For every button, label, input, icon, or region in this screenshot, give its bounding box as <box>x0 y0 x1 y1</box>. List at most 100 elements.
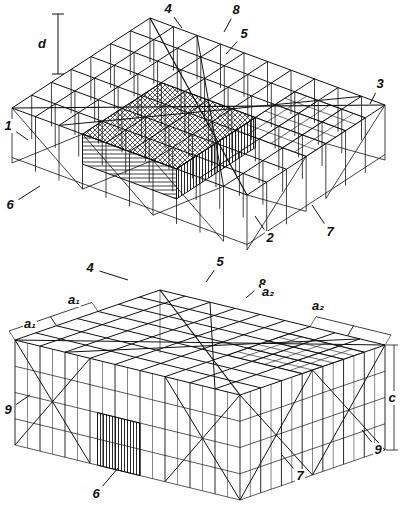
ledger <box>98 311 323 366</box>
ledger <box>119 304 344 359</box>
vertical-pole <box>78 113 79 157</box>
vertical-pole <box>197 35 198 79</box>
deck-board <box>306 118 365 157</box>
vertical-pole <box>294 92 295 136</box>
vertical-pole <box>110 44 111 88</box>
vertical-pole <box>286 169 287 224</box>
vertical-pole <box>243 173 244 217</box>
vertical-pole <box>247 74 248 118</box>
leader-line <box>312 205 324 224</box>
deck-board <box>255 117 326 143</box>
deck-board <box>302 352 364 373</box>
diagonal-brace <box>165 395 240 482</box>
leader-line <box>174 17 182 28</box>
callout-number: 6 <box>5 198 14 212</box>
dimension-line <box>9 317 50 331</box>
vertical-pole <box>114 65 115 109</box>
vertical-pole <box>385 105 386 160</box>
vertical-pole <box>134 52 135 96</box>
vertical-pole <box>160 290 161 353</box>
leader-line <box>226 41 237 54</box>
callout-number: 1 <box>3 119 12 133</box>
vertical-pole <box>90 57 91 101</box>
vertical-pole <box>223 186 224 241</box>
dimension-label: a₂ <box>311 299 325 313</box>
ledger <box>240 424 385 474</box>
callout-number: 5 <box>239 27 248 41</box>
deck-board <box>246 124 317 150</box>
extension-line <box>348 326 354 336</box>
leader-line <box>282 455 293 468</box>
vertical-pole <box>365 118 366 173</box>
ledger <box>12 18 150 108</box>
vertical-pole <box>51 82 52 126</box>
vertical-pole <box>55 104 56 148</box>
vertical-pole <box>325 144 326 199</box>
vertical-pole <box>200 57 201 101</box>
vertical-pole <box>259 139 260 183</box>
dimension-label: d <box>37 37 47 51</box>
vertical-pole <box>71 69 72 113</box>
concrete-block <box>83 134 177 199</box>
leader-line <box>255 216 264 230</box>
dimension-label: a₁ <box>23 317 37 331</box>
leader-line <box>100 271 128 280</box>
ledger <box>215 339 360 389</box>
vertical-pole <box>298 113 299 157</box>
leader-line <box>16 395 30 404</box>
diagonal-brace <box>240 395 313 475</box>
ledger <box>115 314 260 364</box>
diagonal-brace <box>240 370 313 500</box>
vertical-pole <box>173 27 174 71</box>
dimension-label: a₂ <box>261 285 275 299</box>
vertical-pole <box>318 100 319 144</box>
ledger <box>15 340 240 395</box>
vertical-pole <box>150 18 151 62</box>
extension-line <box>50 317 56 326</box>
concrete-block <box>177 117 256 198</box>
extension-line <box>385 335 391 345</box>
dimension-line <box>386 345 398 346</box>
vertical-pole <box>361 96 362 140</box>
dense-section <box>98 413 141 476</box>
diagonal-brace <box>326 144 385 160</box>
dimension-line <box>52 14 64 15</box>
ledger <box>247 155 385 245</box>
diagonal-brace <box>313 345 386 475</box>
extension-line <box>348 326 354 336</box>
deck-board <box>285 98 356 124</box>
ledger <box>77 319 302 374</box>
diagonal-brace <box>165 377 240 500</box>
ledger <box>56 326 281 381</box>
vertical-pole <box>341 109 342 153</box>
vertical-pole <box>94 78 95 122</box>
diagonal-brace <box>12 134 83 163</box>
leader-line <box>102 468 118 486</box>
vertical-pole <box>35 117 36 172</box>
leader-line <box>362 430 372 442</box>
callout-number: 4 <box>85 261 94 275</box>
deck-board <box>279 337 354 355</box>
vertical-pole <box>12 108 13 163</box>
callout-number: 6 <box>91 487 100 501</box>
dimension-line <box>52 74 64 75</box>
diagonal-brace <box>326 105 385 199</box>
deck-board <box>275 105 346 131</box>
callout-number: 7 <box>295 469 304 483</box>
dimension-line <box>58 14 59 74</box>
ledger <box>240 371 385 421</box>
ledger <box>15 290 160 340</box>
vertical-pole <box>74 91 75 135</box>
callout-number: 5 <box>215 255 224 269</box>
diagonal-brace <box>12 108 83 189</box>
vertical-pole <box>177 48 178 92</box>
deck-board <box>269 341 344 359</box>
diagonal-brace <box>65 339 360 352</box>
dimension-line <box>316 317 354 326</box>
ledger <box>40 296 185 346</box>
vertical-pole <box>224 66 225 110</box>
deck-board <box>248 348 323 366</box>
deck-board <box>289 334 364 352</box>
vertical-pole <box>267 62 268 106</box>
